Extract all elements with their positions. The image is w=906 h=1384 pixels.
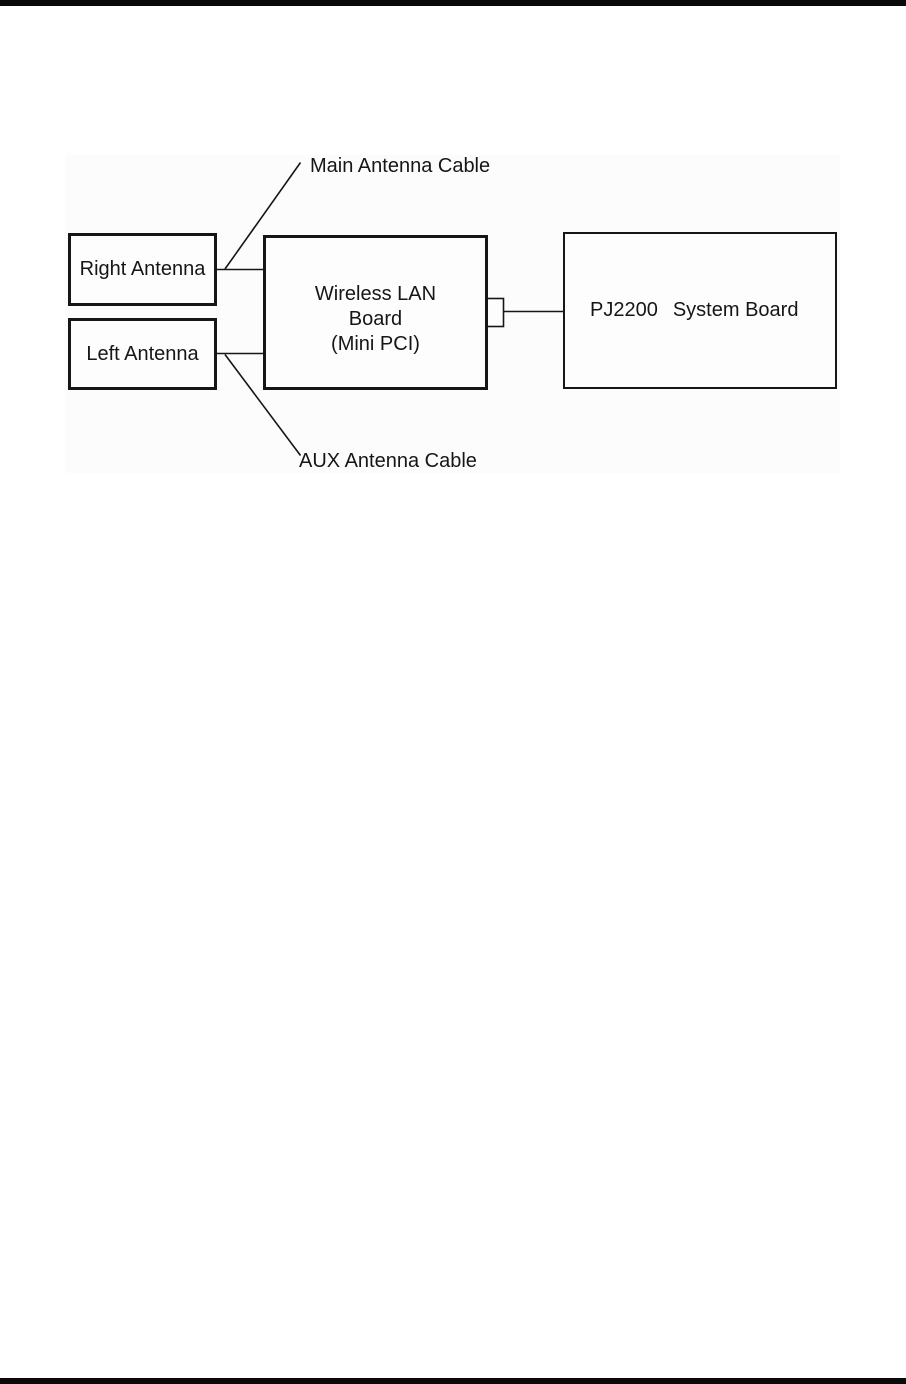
pj2200-connector-label: PJ2200 (590, 299, 658, 321)
wireless-board-connector (485, 297, 505, 328)
right-antenna-label: Right Antenna (79, 258, 206, 280)
main-antenna-cable-line (224, 162, 302, 270)
left-antenna-label: Left Antenna (86, 342, 199, 365)
right-antenna-box: Right Antenna (68, 233, 217, 306)
bottom-page-rule (0, 1378, 906, 1384)
aux-antenna-cable-label: AUX Antenna Cable (299, 450, 477, 472)
aux-antenna-cable-line (224, 354, 302, 456)
wireless-lan-wiring-diagram: Main Antenna Cable Right Antenna Left An… (65, 155, 840, 473)
top-page-rule (0, 0, 906, 6)
wireless-lan-board-box: Wireless LAN Board (Mini PCI) (263, 235, 488, 390)
wireless-lan-board-label: Wireless LAN Board (Mini PCI) (314, 283, 437, 355)
left-antenna-box: Left Antenna (68, 318, 217, 390)
system-board-box: PJ2200 System Board (563, 232, 837, 389)
main-antenna-cable-label: Main Antenna Cable (310, 155, 491, 177)
system-board-label: System Board (672, 299, 799, 321)
